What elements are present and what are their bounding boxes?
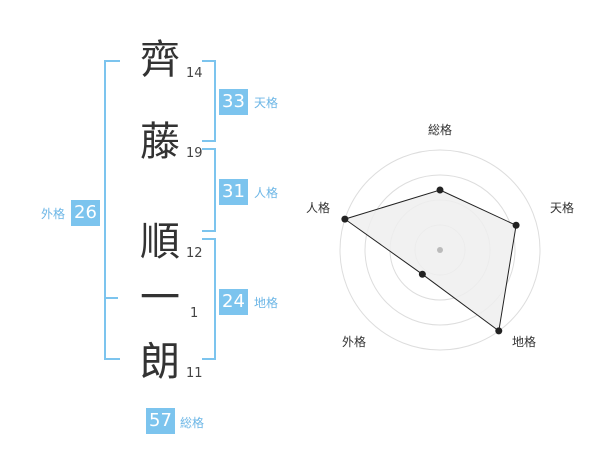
chikaku-label: 地格: [254, 296, 279, 310]
axis-label-jinkaku: 人格: [306, 200, 330, 215]
tenkaku-badge: 33: [219, 89, 248, 115]
gaikaku-label: 外格: [41, 207, 66, 221]
name-char-3: 順: [140, 219, 180, 265]
stroke-count-2: 19: [186, 146, 203, 161]
radar-points: [341, 186, 520, 335]
radar-point-0: [436, 186, 444, 194]
gaikaku-badge: 26: [71, 200, 100, 226]
gaikaku-bracket: [104, 60, 120, 360]
name-char-1: 齊: [140, 37, 180, 83]
name-char-5: 朗: [140, 339, 180, 385]
gaikaku-bracket-tick: [104, 297, 118, 299]
soukaku-badge: 57: [146, 408, 175, 434]
axis-label-chikaku: 地格: [512, 334, 536, 349]
stroke-count-1: 14: [186, 66, 203, 81]
axis-label-tenkaku: 天格: [550, 200, 574, 215]
stroke-count-4: 1: [190, 306, 199, 321]
name-char-4: 一: [140, 275, 180, 321]
axis-label-gaikaku: 外格: [342, 334, 366, 349]
radar-point-3: [418, 270, 426, 278]
radar-ring-3: [364, 174, 516, 326]
name-char-2: 藤: [140, 119, 180, 165]
radar-series-polygon: [343, 189, 517, 332]
chikaku-bracket: [202, 238, 216, 360]
jinkaku-bracket: [202, 148, 216, 232]
radar-ring-4: [339, 149, 541, 351]
radar-point-2: [495, 327, 503, 335]
jinkaku-badge: 31: [219, 179, 248, 205]
radar-point-1: [512, 221, 520, 229]
radar-point-4: [341, 215, 349, 223]
jinkaku-label: 人格: [254, 186, 279, 200]
axis-label-soukaku: 総格: [428, 122, 452, 137]
stroke-count-5: 11: [186, 366, 203, 381]
radar-chart: 総格 天格 地格 外格 人格: [306, 122, 574, 351]
radar-center-dot: [437, 247, 443, 253]
tenkaku-label: 天格: [254, 96, 279, 110]
soukaku-label: 総格: [180, 416, 205, 430]
stroke-count-3: 12: [186, 246, 203, 261]
tenkaku-bracket: [202, 60, 216, 142]
chikaku-badge: 24: [219, 289, 248, 315]
